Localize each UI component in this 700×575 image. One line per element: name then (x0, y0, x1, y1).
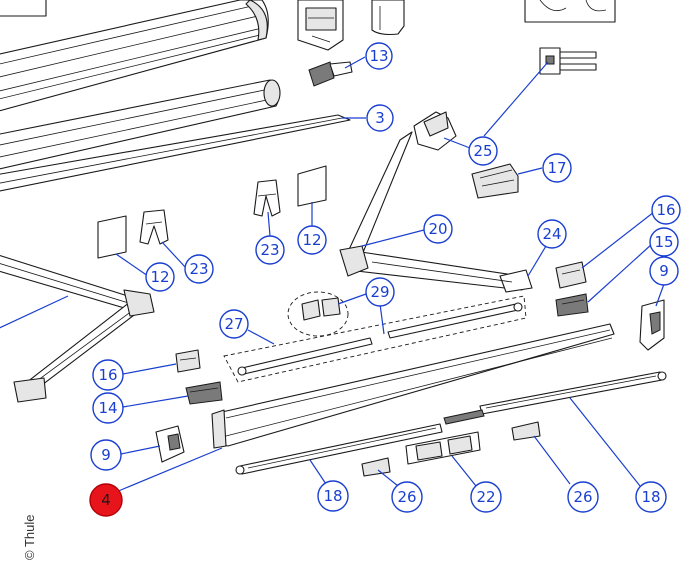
callout-bubbles: 13 3 25 17 20 24 16 15 9 12 23 23 12 29 … (89, 42, 681, 517)
bracket-23-left (139, 209, 169, 245)
svg-text:17: 17 (547, 159, 566, 177)
callout-23-left: 23 (184, 254, 214, 284)
callout-15: 15 (649, 227, 679, 257)
roller-tube (0, 79, 281, 170)
svg-text:18: 18 (323, 487, 342, 505)
svg-text:4: 4 (101, 491, 111, 509)
svg-text:26: 26 (397, 488, 416, 506)
callout-26-left: 26 (391, 481, 423, 513)
callout-18-left: 18 (317, 480, 349, 512)
callout-17: 17 (542, 153, 572, 183)
front-bar-profile (211, 323, 615, 449)
rod-18-right (479, 371, 667, 415)
svg-text:14: 14 (98, 399, 117, 417)
svg-text:9: 9 (659, 262, 669, 280)
callout-9-left: 9 (90, 439, 122, 471)
svg-text:27: 27 (224, 315, 243, 333)
callout-22: 22 (470, 481, 502, 513)
svg-text:12: 12 (150, 268, 169, 286)
cover-plate-12-left (97, 215, 127, 259)
callout-16-left: 16 (92, 359, 124, 391)
svg-text:16: 16 (98, 366, 117, 384)
callout-16-right: 16 (651, 195, 681, 225)
cover-plate-12-mid (297, 165, 327, 207)
leader-lines (0, 56, 665, 493)
clip-26-right (511, 421, 541, 441)
end-cap-9-right (639, 299, 665, 351)
callout-14: 14 (92, 392, 124, 424)
callout-27: 27 (219, 309, 249, 339)
svg-text:9: 9 (101, 446, 111, 464)
callout-23-mid: 23 (255, 235, 285, 265)
plug-connector (539, 47, 597, 75)
svg-text:3: 3 (375, 109, 385, 127)
callout-4-highlighted: 4 (89, 483, 123, 517)
svg-text:12: 12 (302, 231, 321, 249)
end-cap-17 (471, 163, 519, 199)
callout-20: 20 (423, 214, 453, 244)
end-cap-9-left (155, 425, 185, 463)
callout-26-right: 26 (567, 481, 599, 513)
bracket-23-mid (253, 179, 281, 217)
svg-text:26: 26 (573, 488, 592, 506)
callout-12-mid: 12 (297, 225, 327, 255)
end-cap-14 (185, 381, 223, 405)
arm-left-segment (0, 255, 155, 403)
svg-text:18: 18 (641, 488, 660, 506)
spring-segment (443, 409, 485, 425)
callout-13: 13 (365, 42, 393, 70)
svg-text:15: 15 (654, 233, 673, 251)
copyright-notice: © Thule (22, 514, 37, 560)
svg-text:24: 24 (542, 225, 561, 243)
rod-29 (387, 302, 523, 339)
gas-spring-bracket (297, 0, 405, 51)
end-cap-15 (555, 293, 589, 317)
callout-24: 24 (537, 219, 567, 249)
callout-9-right: 9 (649, 256, 679, 286)
arm-upper-segment (339, 111, 533, 293)
dashed-group-frame (223, 291, 527, 383)
callout-29: 29 (365, 277, 395, 307)
rod-18-left (235, 423, 443, 475)
clip-29 (301, 297, 341, 321)
svg-text:20: 20 (428, 220, 447, 238)
svg-text:25: 25 (473, 142, 492, 160)
hinge-pin-part-13 (308, 61, 353, 87)
slider-22 (405, 431, 481, 465)
callout-3: 3 (366, 104, 394, 132)
end-cap-16-left (175, 349, 201, 373)
svg-text:13: 13 (369, 47, 388, 65)
awning-housing (0, 0, 269, 112)
svg-text:29: 29 (370, 283, 389, 301)
callout-18-right: 18 (635, 481, 667, 513)
clip-26-left (361, 457, 391, 477)
inset-box (524, 0, 616, 23)
svg-text:23: 23 (189, 260, 208, 278)
end-cap-16-right (555, 261, 587, 289)
front-profile (0, 114, 351, 192)
svg-text:22: 22 (476, 488, 495, 506)
svg-text:16: 16 (656, 201, 675, 219)
callout-12-left: 12 (145, 262, 175, 292)
rod-27 (237, 337, 373, 376)
svg-text:23: 23 (260, 241, 279, 259)
corner-frame (0, 0, 47, 17)
callout-25: 25 (468, 136, 498, 166)
